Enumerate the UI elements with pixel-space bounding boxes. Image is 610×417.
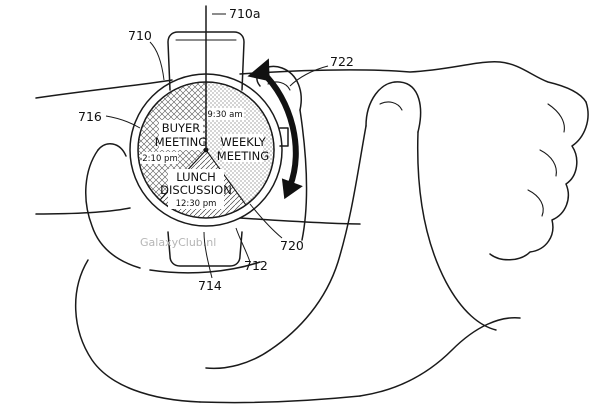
buyer-time: 2:10 pm [142,154,177,164]
ref-722: 722 [330,54,354,69]
weekly-title-2: MEETING [217,149,269,163]
ref-714: 714 [198,278,222,293]
watermark: GalaxyClub.nl [140,236,216,249]
wearing-arm [35,60,589,261]
buyer-title-2: MEETING [155,135,207,149]
lunch-time: 12:30 pm [176,199,217,209]
ref-710a: 710a [229,6,261,21]
weekly-time: 9:30 am [207,110,242,120]
dial-face: BUYER MEETING 2:10 pm WEEKLY MEETING 9:3… [137,81,275,219]
rotation-arrow [247,58,303,200]
holding-hand [74,65,521,404]
lunch-title-2: DISCUSSION [160,183,232,197]
reference-labels: 710a 710 722 716 720 712 714 [78,6,354,293]
ref-712: 712 [244,258,268,273]
weekly-title-1: WEEKLY [220,135,266,149]
buyer-title-1: BUYER [162,121,201,135]
ref-720: 720 [280,238,304,253]
lunch-title-1: LUNCH [176,170,216,184]
ref-710: 710 [128,28,152,43]
ref-716: 716 [78,109,102,124]
